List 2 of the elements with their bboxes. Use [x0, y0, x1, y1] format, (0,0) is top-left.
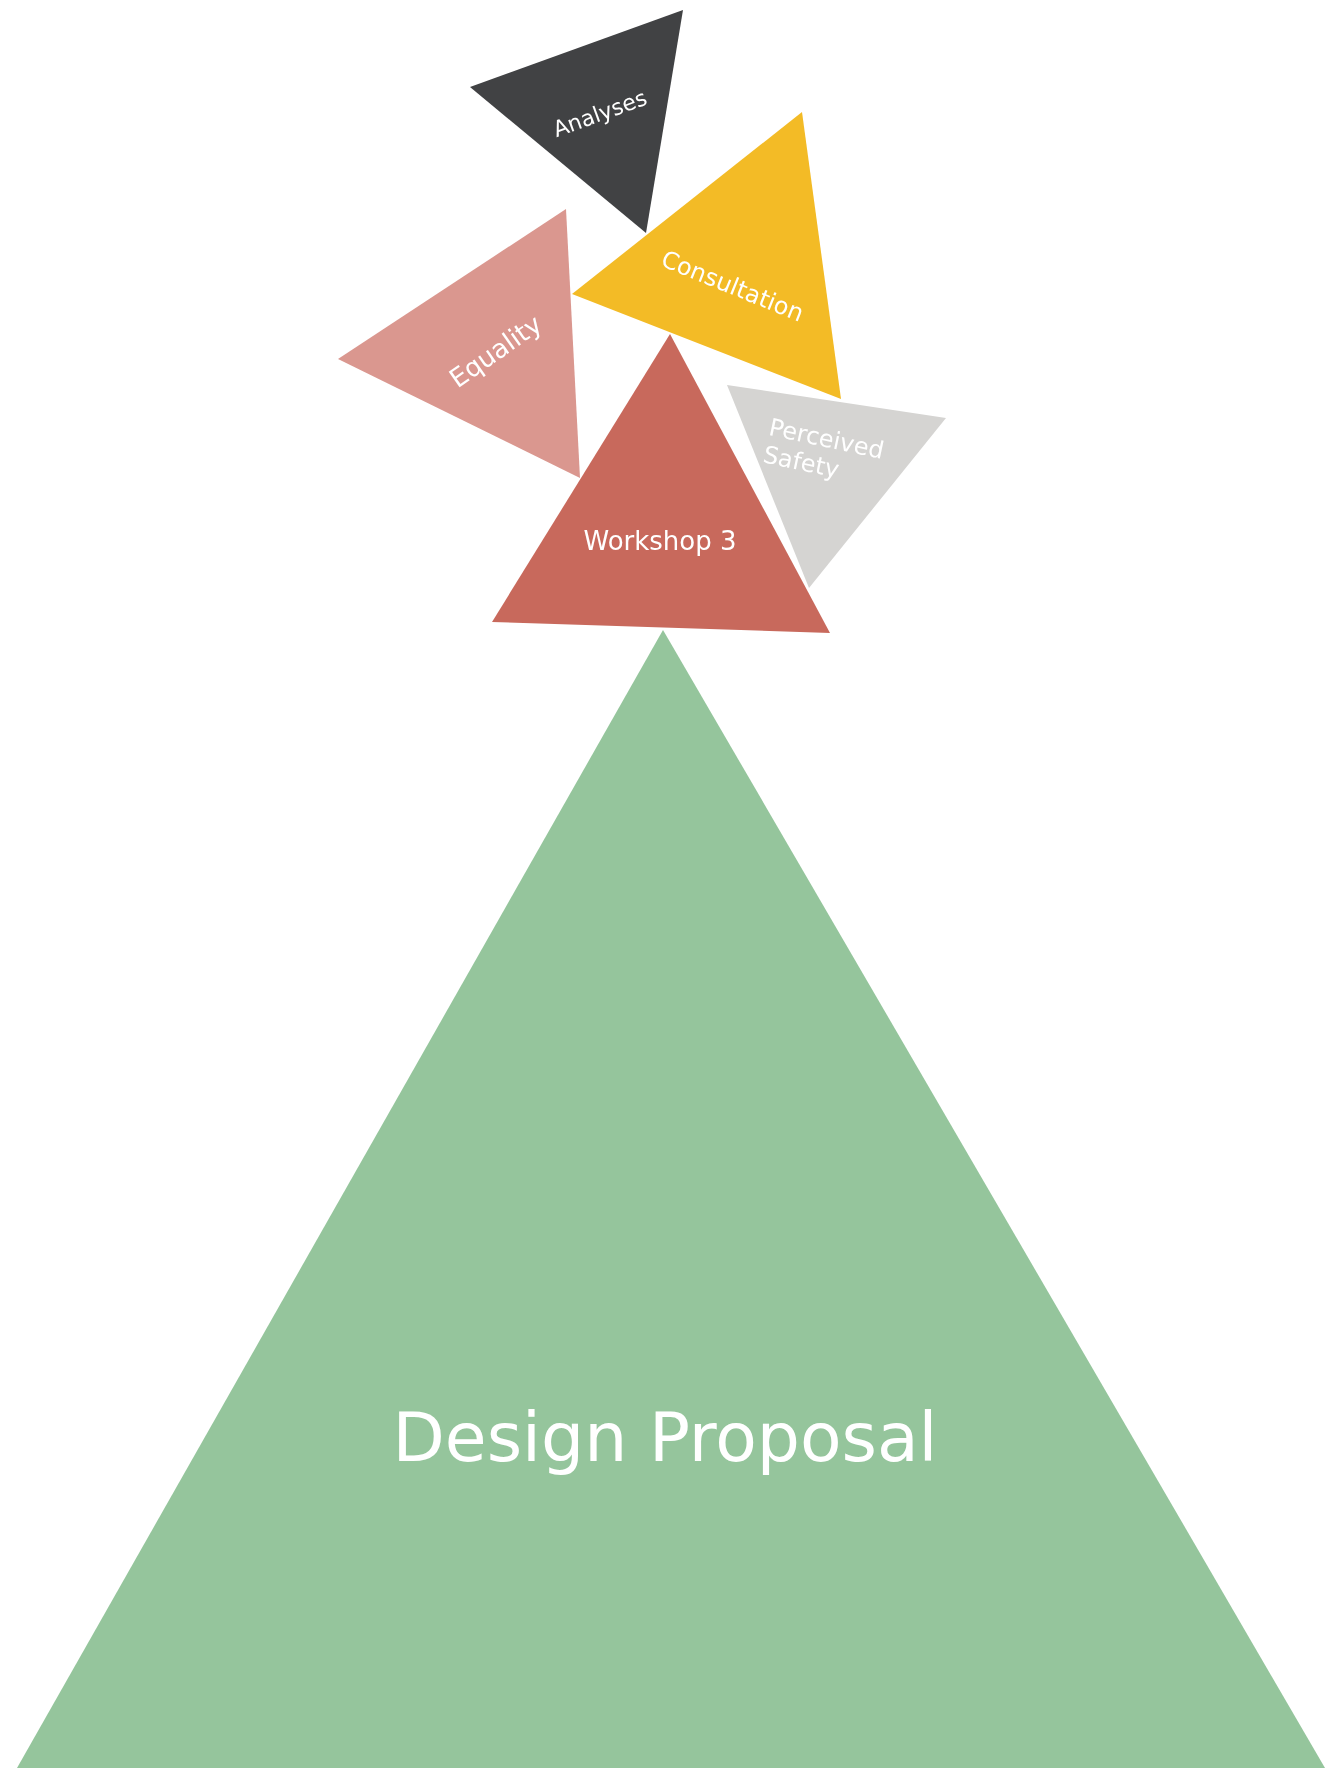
node-label: Workshop 3	[582, 527, 738, 557]
node-label: Design Proposal	[391, 1398, 939, 1478]
